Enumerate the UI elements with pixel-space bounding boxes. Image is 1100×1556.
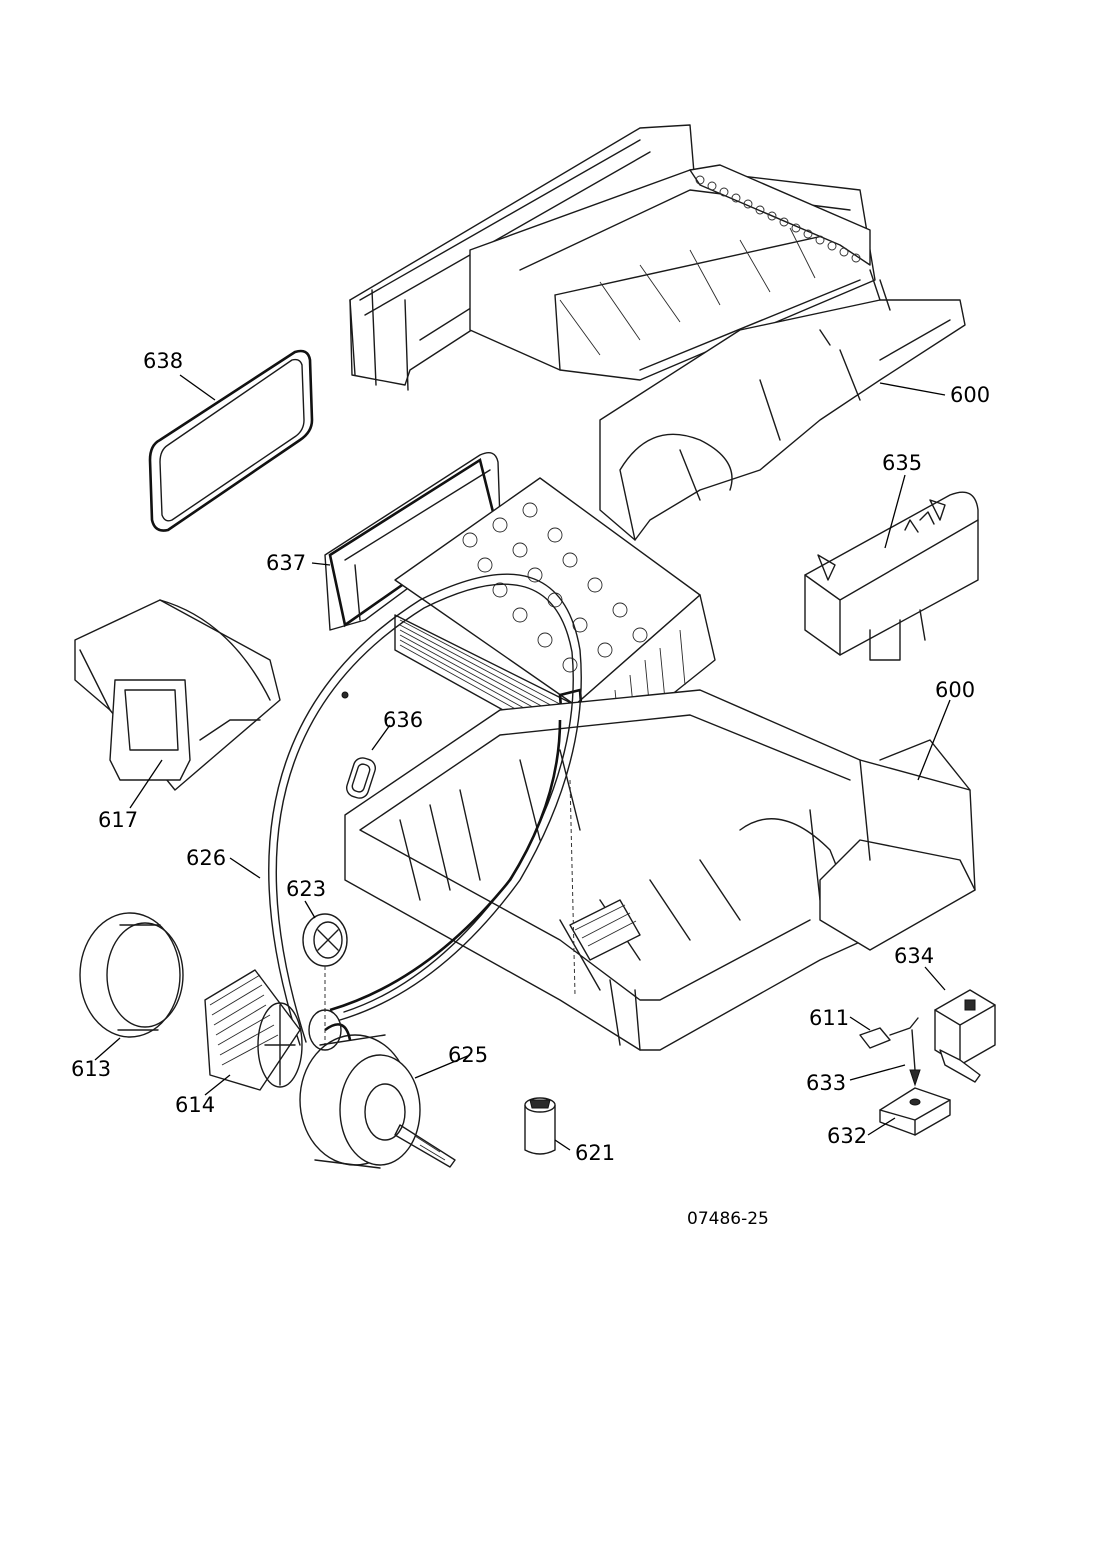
part-632-pad	[879, 1087, 951, 1136]
callout-617: 617	[98, 808, 138, 832]
part-625-motor	[299, 1009, 456, 1169]
part-623-idler-pulley	[302, 913, 348, 1045]
part-611-connector	[859, 1017, 919, 1049]
part-617-housing	[74, 599, 281, 791]
callout-614: 614	[175, 1093, 215, 1117]
part-621-capacitor	[524, 1097, 556, 1155]
callout-623: 623	[286, 877, 326, 901]
part-638-gasket	[148, 349, 314, 532]
callout-labels: 600 638 635 637 600 636 617 626 623 634 …	[71, 349, 990, 1229]
callout-621: 621	[575, 1141, 615, 1165]
callout-600-upper: 600	[950, 383, 990, 407]
callout-638: 638	[143, 349, 183, 373]
part-600-lower-base	[344, 689, 976, 1051]
callout-636: 636	[383, 708, 423, 732]
callout-625: 625	[448, 1043, 488, 1067]
callout-634: 634	[894, 944, 934, 968]
callout-632: 632	[827, 1124, 867, 1148]
callout-611: 611	[809, 1006, 849, 1030]
callout-613: 613	[71, 1057, 111, 1081]
part-626-belt	[268, 573, 582, 1046]
callout-600-lower: 600	[935, 678, 975, 702]
leader-lines	[94, 374, 951, 1151]
part-613-ring	[79, 912, 184, 1038]
part-600-upper-frame	[349, 124, 966, 541]
part-634-valve	[934, 989, 996, 1083]
part-635-duct	[804, 491, 979, 661]
part-636-clip	[341, 691, 377, 799]
callout-633: 633	[806, 1071, 846, 1095]
part-633-pin	[909, 1029, 921, 1087]
callout-637: 637	[266, 551, 306, 575]
callout-626: 626	[186, 846, 226, 870]
figure-code: 07486-25	[687, 1209, 769, 1229]
callout-635: 635	[882, 451, 922, 475]
part-614-blower-wheel	[204, 969, 303, 1091]
